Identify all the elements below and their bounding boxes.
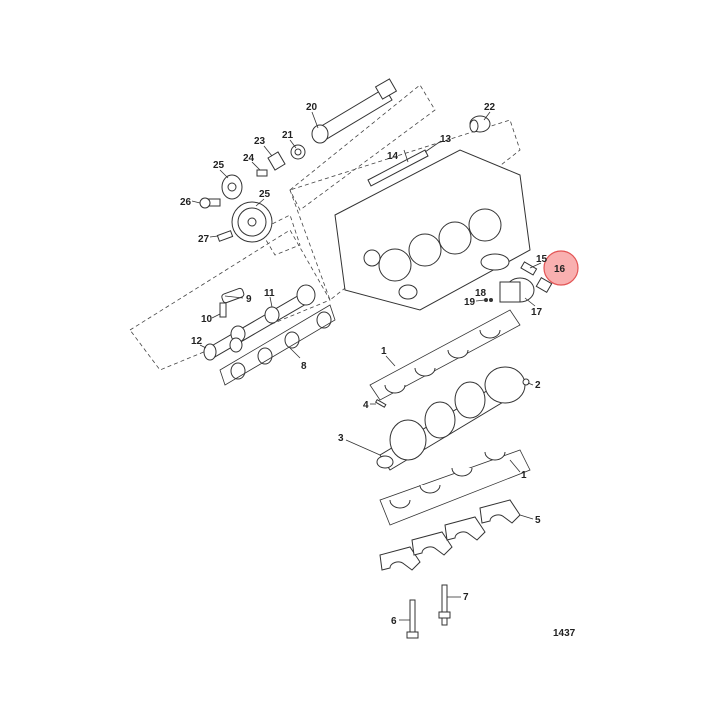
callout-22[interactable]: 22 — [484, 102, 496, 113]
bolt-26 — [199, 197, 221, 209]
camshaft — [203, 284, 316, 361]
dowel-2 — [522, 378, 530, 386]
callout-25[interactable]: 25 — [213, 160, 225, 171]
gear-21 — [290, 144, 306, 160]
callout-16[interactable]: 16 — [554, 264, 566, 275]
thrust-plate-9 — [221, 287, 245, 304]
plug-18-19 — [484, 298, 493, 302]
engine-block — [334, 149, 531, 311]
oil-filter-adapter-17 — [499, 277, 535, 303]
callout-18[interactable]: 18 — [475, 288, 487, 299]
callout-23[interactable]: 23 — [254, 136, 266, 147]
sprocket-25b — [231, 201, 273, 243]
upper-group-outline — [289, 84, 436, 211]
callout-26[interactable]: 26 — [180, 197, 192, 208]
callout-25-lower[interactable]: 25 — [259, 189, 271, 200]
lower-bearings-bracket — [379, 449, 531, 526]
cam-bearings-8 — [229, 311, 332, 380]
figure-number: 1437 — [553, 628, 576, 639]
callout-7[interactable]: 7 — [463, 592, 469, 603]
lower-main-bearings — [389, 451, 506, 509]
timing-group-outline — [259, 214, 301, 256]
balance-shaft — [311, 78, 398, 144]
callout-8[interactable]: 8 — [301, 361, 307, 372]
callout-1-upper[interactable]: 1 — [381, 346, 387, 357]
upper-bearings-bracket — [369, 309, 521, 401]
callout-24[interactable]: 24 — [243, 153, 255, 164]
callout-19[interactable]: 19 — [464, 297, 476, 308]
leader-lines — [191, 111, 542, 621]
block-group-outline — [289, 119, 521, 301]
sprocket-25a — [221, 174, 243, 200]
bearing-22 — [469, 115, 491, 133]
camshaft-group-outline — [129, 229, 331, 371]
callout-5[interactable]: 5 — [535, 515, 541, 526]
callout-1-lower[interactable]: 1 — [521, 470, 527, 481]
callout-13[interactable]: 13 — [440, 134, 452, 145]
main-bearing-caps — [379, 499, 521, 571]
key-4 — [374, 398, 387, 408]
callout-9[interactable]: 9 — [246, 294, 252, 305]
callout-12[interactable]: 12 — [191, 336, 203, 347]
fitting-14 — [403, 149, 409, 163]
part-16 — [535, 276, 553, 294]
callout-10[interactable]: 10 — [201, 314, 213, 325]
bolt-27 — [216, 230, 234, 242]
callout-3[interactable]: 3 — [338, 433, 344, 444]
crankshaft — [376, 366, 526, 471]
callout-14[interactable]: 14 — [387, 151, 399, 162]
callout-27[interactable]: 27 — [198, 234, 210, 245]
cam-bearings-bracket — [219, 304, 336, 386]
bolt-6 — [406, 599, 419, 639]
callout-2[interactable]: 2 — [535, 380, 541, 391]
bolt-24 — [256, 169, 268, 177]
highlight-circle-16[interactable] — [543, 250, 579, 286]
callout-6[interactable]: 6 — [391, 616, 397, 627]
oil-rail-13 — [367, 149, 429, 187]
callout-17[interactable]: 17 — [531, 307, 543, 318]
callout-21[interactable]: 21 — [282, 130, 294, 141]
fitting-15 — [520, 261, 538, 276]
callout-15[interactable]: 15 — [536, 254, 548, 265]
callout-4[interactable]: 4 — [363, 400, 369, 411]
bolt-10 — [219, 302, 227, 318]
callout-20[interactable]: 20 — [306, 102, 318, 113]
retainer-23 — [267, 151, 286, 171]
bolt-7 — [438, 584, 451, 626]
callout-11[interactable]: 11 — [264, 288, 275, 299]
upper-main-bearings — [384, 329, 501, 394]
